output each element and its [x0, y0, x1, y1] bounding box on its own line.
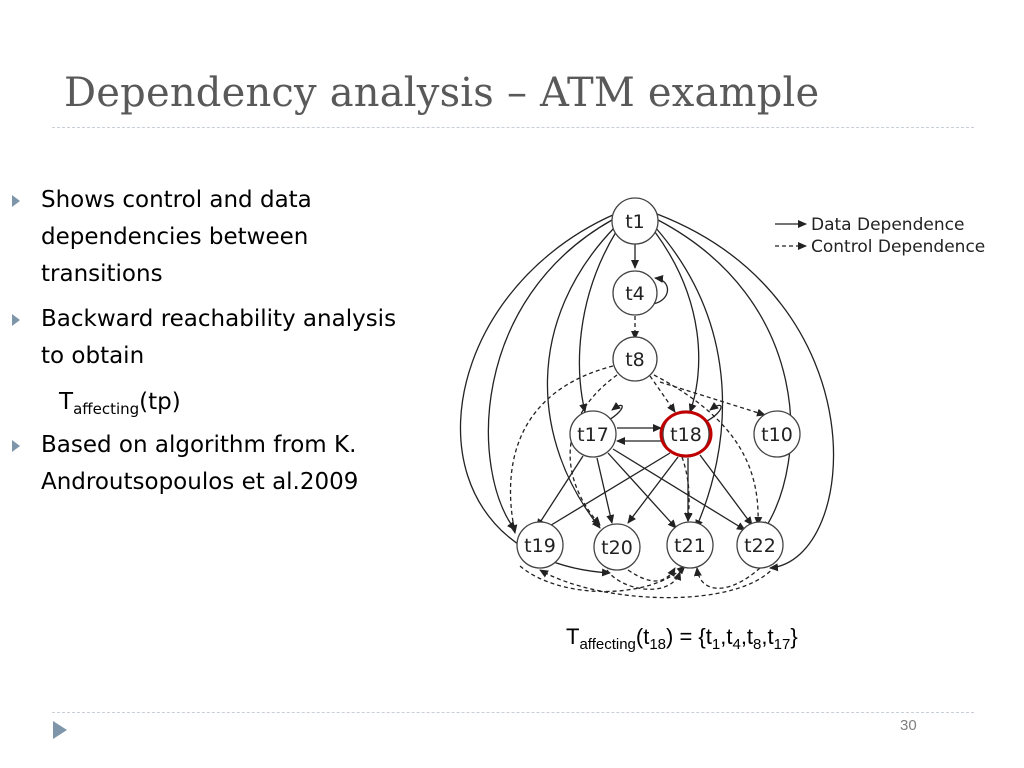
formula-sub: 1 — [711, 636, 721, 653]
node-label: t1 — [625, 211, 645, 233]
bullet-item: Shows control and data dependencies betw… — [12, 182, 412, 293]
node-label: t17 — [577, 424, 609, 446]
node-label: t20 — [601, 537, 633, 559]
node-label: t22 — [744, 535, 776, 557]
bullet-arrow-icon — [12, 440, 20, 452]
formula-part: ,t — [720, 624, 733, 649]
formula-part: ,t — [761, 624, 774, 649]
bullet-item: Backward reachability analysis to obtain — [12, 301, 412, 375]
formula-sub: affecting — [579, 636, 636, 653]
data-dependence-edges — [459, 213, 835, 577]
t18-highlight-ring — [659, 410, 713, 458]
node-t8: t8 — [612, 336, 658, 382]
node-label: t18 — [670, 424, 702, 446]
node-t17: t17 — [569, 410, 617, 458]
node-label: t10 — [761, 424, 793, 446]
formula-part: } — [790, 624, 798, 649]
bullet-text: Backward reachability analysis to obtain — [41, 306, 397, 369]
node-label: t19 — [524, 535, 556, 557]
node-t19: t19 — [516, 521, 564, 569]
formula-part: ,t — [740, 624, 754, 649]
bullet-item: Based on algorithm from K. Androutsopoul… — [12, 427, 412, 501]
node-label: t21 — [674, 535, 706, 557]
page-number: 30 — [900, 717, 917, 734]
node-t18: t18 — [662, 410, 710, 458]
bullet-arrow-icon — [12, 195, 20, 207]
node-label: t4 — [625, 283, 645, 305]
legend-data-label: Data Dependence — [811, 215, 964, 235]
legend: Data Dependence Control Dependence — [775, 215, 985, 257]
legend-control-label: Control Dependence — [811, 237, 985, 257]
page-title: Dependency analysis – ATM example — [64, 70, 820, 116]
title-divider — [52, 127, 974, 128]
node-t20: t20 — [593, 523, 641, 571]
control-dependence-edges — [509, 316, 776, 599]
taffecting-subline: Taffecting(tp) — [59, 389, 181, 418]
node-t21: t21 — [666, 521, 714, 569]
formula-sub: 8 — [753, 636, 762, 653]
formula-part: (t — [635, 624, 650, 649]
bullet-list: Shows control and data dependencies betw… — [12, 182, 412, 501]
node-t10: t10 — [753, 410, 801, 458]
node-t1: t1 — [611, 197, 659, 245]
bullet-arrow-icon — [12, 314, 20, 326]
footer-divider — [52, 712, 974, 713]
subline-arg: (tp) — [139, 389, 181, 415]
node-label: t8 — [625, 349, 645, 371]
subline-main: T — [59, 389, 74, 415]
taffecting-formula: Taffecting(t18) = {t1,t4,t8,t17} — [566, 624, 798, 653]
node-t22: t22 — [736, 521, 784, 569]
bullet-text: Shows control and data dependencies betw… — [41, 187, 312, 287]
bullet-text: Based on algorithm from K. Androutsopoul… — [41, 432, 359, 495]
formula-part: ) = {t — [666, 624, 712, 649]
corner-arrow-icon — [53, 721, 67, 739]
formula-part: T — [566, 624, 580, 649]
subline-sub: affecting — [73, 400, 140, 418]
node-t4: t4 — [612, 270, 658, 316]
formula-sub: 4 — [732, 636, 741, 653]
formula-sub: 18 — [649, 636, 667, 653]
formula-sub: 17 — [773, 636, 791, 653]
